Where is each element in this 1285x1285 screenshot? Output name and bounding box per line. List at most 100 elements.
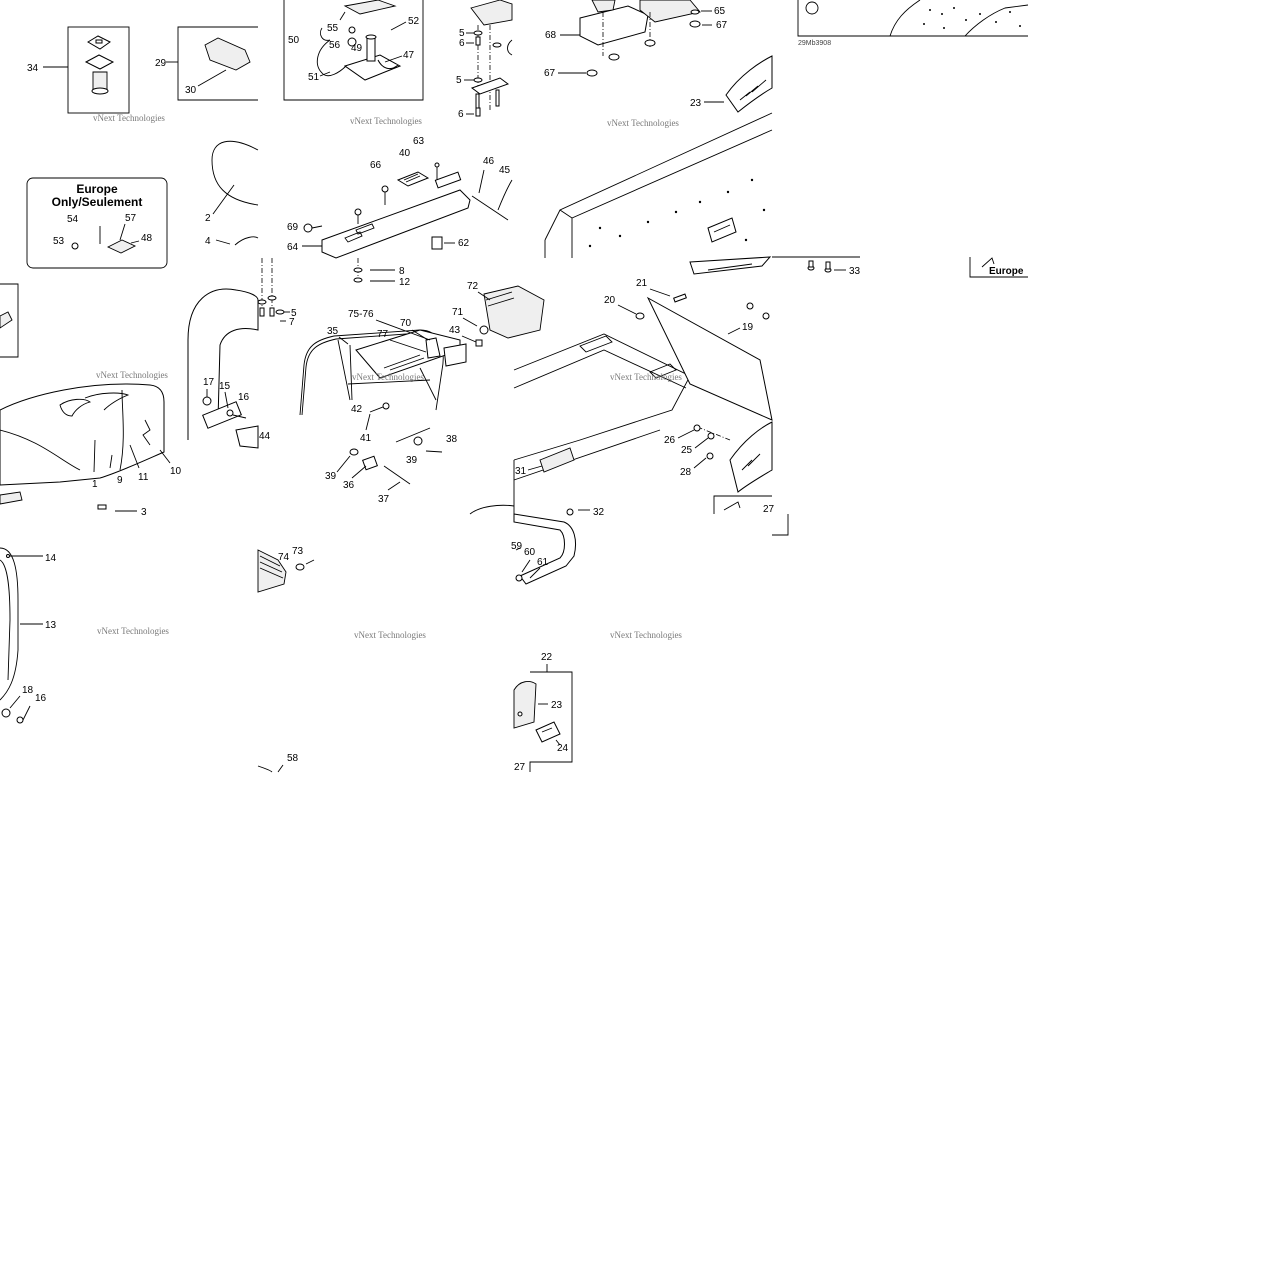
callout-1: 1: [92, 479, 98, 490]
callout-49: 49: [351, 43, 363, 54]
callout-74: 74: [278, 552, 290, 563]
callout-35: 35: [327, 326, 339, 337]
callout-39a: 39: [406, 455, 418, 466]
callout-11: 11: [138, 472, 149, 483]
callout-29: 29: [155, 58, 167, 69]
callout-16a: 16: [238, 392, 250, 403]
callout-15: 15: [219, 381, 231, 392]
callout-67a: 67: [716, 20, 728, 31]
callout-77: 77: [377, 329, 389, 340]
callout-26: 26: [664, 435, 676, 446]
callout-28: 28: [680, 467, 692, 478]
tile-middle-left: 1 9 11 10 17 15 16 44 3 vNext Technologi…: [0, 283, 271, 518]
callout-21: 21: [636, 278, 648, 289]
tile-top-middle: 52 50 55 56 49 47 51 5 6 5 6: [283, 0, 513, 288]
callout-3: 3: [141, 507, 147, 518]
callout-50: 50: [288, 35, 300, 46]
callout-55: 55: [327, 23, 339, 34]
part-19-flap: [646, 296, 773, 421]
callout-25: 25: [681, 445, 693, 456]
callout-71: 71: [452, 307, 464, 318]
watermark-3: vNext Technologies: [607, 118, 679, 128]
callout-31: 31: [515, 466, 527, 477]
callout-12: 12: [399, 277, 411, 288]
hitch-detail-frame: [283, 0, 424, 101]
part-74-light: [257, 549, 287, 593]
callout-58: 58: [287, 753, 299, 764]
callout-51: 51: [308, 72, 320, 83]
callout-14: 14: [45, 553, 57, 564]
callout-57: 57: [125, 213, 137, 224]
callout-47: 47: [403, 50, 415, 61]
callout-5c: 5: [291, 308, 297, 319]
tile-middle-center: 5 7 72 75-76 35 70 77 71: [257, 258, 545, 505]
callout-68: 68: [545, 30, 557, 41]
callout-63: 63: [413, 136, 425, 147]
watermark-7: vNext Technologies: [610, 372, 682, 382]
part-34-switch: [84, 35, 115, 95]
callout-27b: 27: [514, 762, 526, 773]
callout-48: 48: [141, 233, 153, 244]
tile-bottom-left: 14 13 18 16 vNext Technologies: [0, 547, 169, 724]
part-2-seat-shape: [211, 140, 259, 206]
watermark-5: vNext Technologies: [96, 370, 168, 380]
callout-38: 38: [446, 434, 458, 445]
callout-56: 56: [329, 40, 341, 51]
part-29-frame: [177, 26, 258, 101]
callout-40: 40: [399, 148, 411, 159]
callout-19: 19: [742, 322, 754, 333]
part-59-handle: [513, 513, 577, 585]
callout-24: 24: [557, 743, 569, 754]
tile-top-left: 34 29 30 Europe Only/Seulement 54 57 53 …: [26, 26, 259, 269]
part-31-patch: [539, 447, 575, 473]
europe-box-line2: Only/Seulement: [52, 195, 143, 209]
callout-30: 30: [185, 85, 197, 96]
watermark-10: vNext Technologies: [610, 630, 682, 640]
callout-33: 33: [849, 266, 861, 277]
part-23-guard: [725, 55, 773, 113]
part-72-light: [483, 285, 545, 339]
europe-partial-label: Europe: [989, 266, 1024, 277]
watermark-8: vNext Technologies: [97, 626, 169, 636]
callout-10: 10: [170, 466, 182, 477]
callout-5a: 5: [459, 28, 465, 39]
callout-23b: 23: [551, 700, 563, 711]
part-68-bracket: [579, 5, 649, 46]
watermark-6: vNext Technologies: [352, 372, 424, 382]
callout-39b: 39: [325, 471, 337, 482]
callout-37: 37: [378, 494, 390, 505]
europe-box-line1: Europe: [76, 182, 118, 196]
watermark-1: vNext Technologies: [93, 113, 165, 123]
callout-23a: 23: [690, 98, 702, 109]
part-34-frame: [67, 26, 130, 114]
callout-16b: 16: [35, 693, 47, 704]
tile-middle-right: 21 20 19 26 25 28 31 32 27 vNext Technol…: [513, 256, 789, 536]
tile-bottom-right: 59 60 61 22 23 24 27 vNext Technologies: [469, 504, 682, 773]
callout-32: 32: [593, 507, 605, 518]
callout-52: 52: [408, 16, 420, 27]
callout-27: 27: [763, 504, 775, 515]
callout-60: 60: [524, 547, 536, 558]
callout-65: 65: [714, 6, 726, 17]
callout-42: 42: [351, 404, 363, 415]
callout-20: 20: [604, 295, 616, 306]
callout-34: 34: [27, 63, 39, 74]
callout-75-76: 75-76: [348, 309, 374, 320]
tile-top-far-right: 29Mb3908 33 Europe: [772, 0, 1029, 278]
callout-4: 4: [205, 236, 211, 247]
callout-2: 2: [205, 213, 211, 224]
callout-70: 70: [400, 318, 412, 329]
callout-44: 44: [259, 431, 271, 442]
callout-61: 61: [537, 557, 549, 568]
callout-36: 36: [343, 480, 355, 491]
callout-72: 72: [467, 281, 479, 292]
callout-62: 62: [458, 238, 470, 249]
callout-7: 7: [289, 317, 295, 328]
part-24-grommet: [535, 721, 561, 743]
tile-bottom-middle: 74 73 58 vNext Technologies: [257, 546, 426, 773]
callout-46: 46: [483, 156, 495, 167]
callout-53: 53: [53, 236, 65, 247]
callout-9: 9: [117, 475, 123, 486]
tunnel-rivets: [588, 178, 766, 248]
